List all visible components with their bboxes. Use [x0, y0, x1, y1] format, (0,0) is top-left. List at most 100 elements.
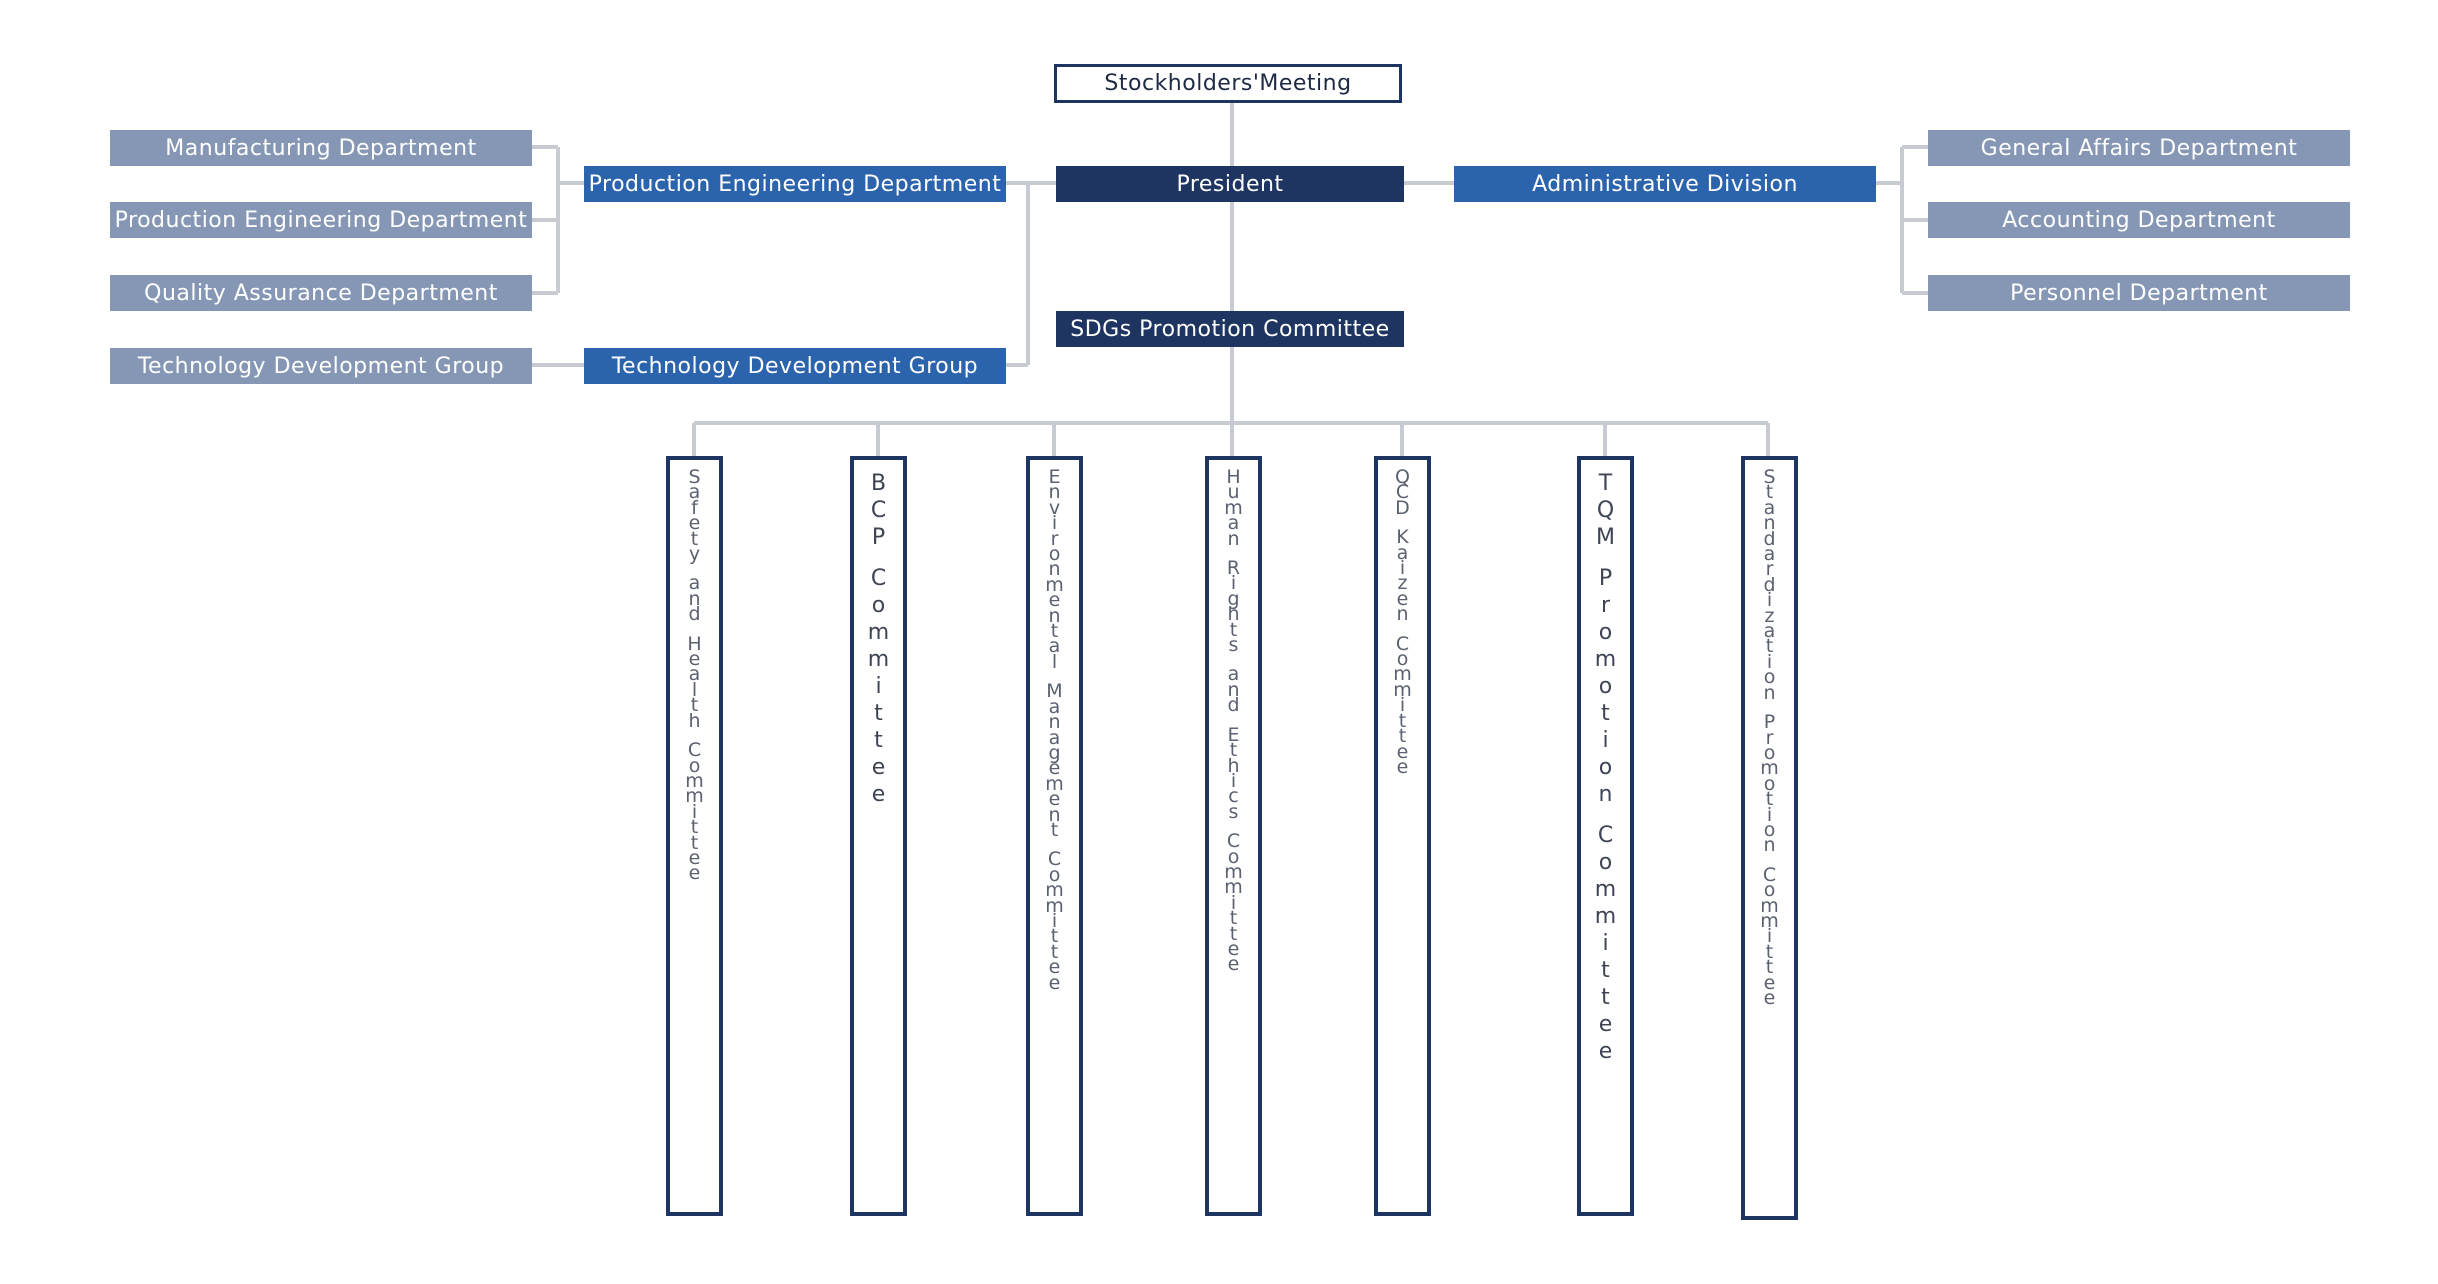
committee-letter: t	[1601, 985, 1610, 1010]
committee-letter: t	[690, 527, 699, 550]
committee-letter: d	[1227, 694, 1240, 717]
committee-letter: t	[1765, 788, 1774, 811]
committee-letter: a	[688, 481, 701, 504]
committee-letter: s	[1228, 800, 1239, 823]
committee-letter: E	[1048, 466, 1061, 488]
committee-letter: m	[1594, 647, 1617, 672]
committee-letter: i	[875, 674, 882, 699]
committee-letter: t	[874, 728, 883, 753]
committee-letter: n	[1396, 603, 1409, 626]
committee-letter: n	[1763, 834, 1776, 857]
committee-letter: m	[1045, 772, 1064, 795]
sdgs-committee-box: SDGs Promotion Committee	[1056, 311, 1404, 347]
committee-letter: a	[688, 663, 701, 686]
committee-letter: z	[1397, 572, 1408, 595]
committee-letter: i	[1766, 803, 1773, 826]
committee-letter: C	[870, 566, 887, 591]
committee-letter: o	[1598, 620, 1613, 645]
committee-letter: M	[1596, 525, 1615, 550]
committee-letter: m	[1594, 904, 1617, 929]
committee-letter: P	[871, 525, 886, 550]
committee-letter: i	[1230, 891, 1237, 914]
quality-assurance-box: Quality Assurance Department	[110, 275, 532, 311]
committee-letter: t	[690, 816, 699, 839]
committee-letter: o	[688, 754, 701, 777]
committee-letter: a	[688, 572, 701, 595]
committee-letter: t	[1765, 956, 1774, 979]
committee-letter: h	[688, 709, 701, 732]
committee-letter: o	[1598, 850, 1613, 875]
committee-letter: m	[1045, 879, 1064, 902]
committee-letter: n	[1598, 782, 1613, 807]
president-label: President	[1176, 171, 1284, 197]
committee-letter: C	[1047, 848, 1062, 871]
administrative-division-label: Administrative Division	[1532, 171, 1798, 197]
committee-letter: m	[1224, 860, 1243, 883]
committee-letter: e	[1048, 757, 1061, 780]
personnel-box: Personnel Department	[1928, 275, 2350, 311]
committee-letter: z	[1764, 604, 1775, 627]
committee-letter: e	[1598, 1012, 1613, 1037]
committee-letter: m	[1224, 876, 1243, 899]
committee-letter: e	[688, 846, 701, 869]
accounting-label: Accounting Department	[2002, 207, 2276, 233]
committee-letter: r	[1765, 726, 1774, 749]
general-affairs-box: General Affairs Department	[1928, 130, 2350, 166]
committee-letter: n	[1048, 604, 1061, 627]
committee-letter: e	[688, 512, 701, 535]
committee-letter: C	[687, 739, 702, 762]
committee-letter: n	[688, 587, 701, 610]
committee-letter: o	[871, 593, 886, 618]
committee-letter: u	[1227, 481, 1240, 504]
committee-letter: l	[1051, 650, 1058, 673]
committee-letter: e	[1763, 971, 1776, 994]
committee-letter: t	[1398, 709, 1407, 732]
quality-assurance-label: Quality Assurance Department	[144, 280, 498, 306]
committee-letter: t	[1765, 481, 1774, 504]
technology-development-label: Technology Development Group	[611, 353, 979, 379]
committee-letter: S	[1763, 466, 1776, 488]
committee-letter: i	[691, 800, 698, 823]
committee-letter: a	[1763, 620, 1776, 643]
committee-letter: i	[1399, 557, 1406, 580]
committee-letter: e	[688, 862, 701, 885]
committee-letter: D	[1395, 496, 1410, 519]
committee-letter: P	[1763, 711, 1776, 734]
committee-letter: a	[1763, 543, 1776, 566]
committee-letter: c	[1228, 785, 1239, 808]
committee-letter: P	[1598, 566, 1613, 591]
stockholders-meeting-label: Stockholders'Meeting	[1104, 71, 1352, 96]
committee-letter: C	[1395, 632, 1410, 655]
committee-letter: o	[1763, 666, 1776, 689]
committee-letter: C	[1597, 823, 1614, 848]
committee-letter: m	[1760, 894, 1779, 917]
committee-letter: t	[1601, 701, 1610, 726]
production-engineering-sub-box: Production Engineering Department	[110, 202, 532, 238]
personnel-label: Personnel Department	[2010, 280, 2268, 306]
committee-letter: t	[1050, 925, 1059, 948]
president-box: President	[1056, 166, 1404, 202]
committee-letter: e	[1396, 587, 1409, 610]
committee-letter: o	[1227, 845, 1240, 868]
committee-letter: a	[1227, 663, 1240, 686]
committee-letter: t	[1229, 922, 1238, 945]
committee-letter: a	[1396, 541, 1409, 564]
committee-letter: e	[1227, 953, 1240, 976]
committee-letter: t	[1765, 940, 1774, 963]
committee-letter: o	[1763, 879, 1776, 902]
committee-letter: e	[1763, 987, 1776, 1009]
word-gap	[854, 551, 903, 565]
committee-letter: e	[1227, 937, 1240, 960]
committee-letter: Q	[1395, 466, 1410, 488]
committee-letter: e	[1396, 755, 1409, 778]
committee-letter: n	[1763, 681, 1776, 704]
committee-letter: i	[1051, 512, 1058, 535]
committee-letter: B	[870, 471, 887, 496]
committee-letter: i	[1602, 931, 1609, 956]
committee-letter: o	[1396, 648, 1409, 671]
committee-letter: n	[1048, 803, 1061, 826]
committee-letter: t	[1398, 725, 1407, 748]
